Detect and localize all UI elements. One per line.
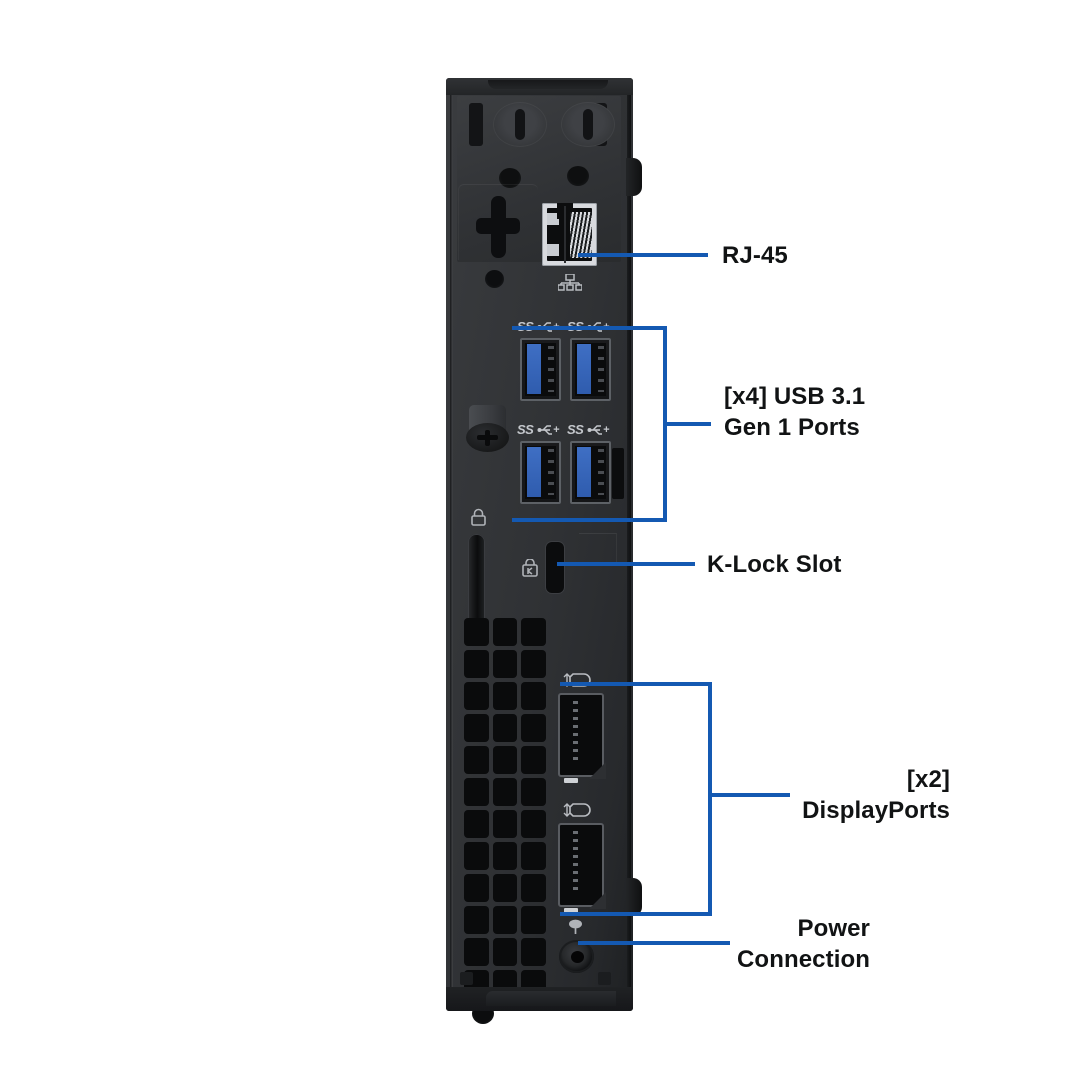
chassis-side-tab-top	[626, 158, 642, 196]
bottom-foot-left	[460, 972, 473, 985]
chassis-top-lid	[446, 78, 633, 95]
usb-superspeed-icon-3: SS +	[517, 422, 561, 438]
displayport-icon-2	[563, 802, 593, 818]
leader-dp-right-rail	[708, 682, 712, 916]
power-plug-icon	[566, 918, 585, 936]
upper-recessed-panel	[457, 96, 621, 262]
callout-label-displayport: [x2] DisplayPorts	[802, 766, 950, 824]
security-card-slot[interactable]	[468, 534, 485, 634]
chassis-left-seam	[450, 92, 453, 997]
chassis-side-tab-bottom	[626, 878, 642, 916]
lower-screw-hole	[485, 270, 504, 288]
usb-superspeed-icon-4: SS +	[567, 422, 611, 438]
mount-keyhole-left	[493, 102, 547, 147]
mount-keyhole-right	[561, 102, 615, 147]
panel-bracket-edge	[579, 533, 617, 565]
leader-line-rj45	[578, 253, 708, 257]
callout-label-power: Power Connection	[737, 915, 870, 973]
kensington-lock-slot[interactable]	[546, 542, 564, 593]
leader-dp-stub	[708, 793, 790, 797]
usb-port-4[interactable]	[570, 441, 611, 504]
callout-label-rj45: RJ-45	[722, 242, 788, 269]
svg-text:SS: SS	[517, 422, 534, 437]
screw-hole-left	[499, 168, 521, 188]
chassis-bottom-lid	[446, 987, 633, 1011]
mini-pc-chassis: SS + SS + SS	[446, 78, 642, 1024]
antenna-knockout-plate	[458, 184, 538, 260]
callout-label-usb: [x4] USB 3.1 Gen 1 Ports	[724, 383, 866, 441]
ventilation-grid	[464, 618, 546, 998]
screw-hole-right	[567, 166, 589, 186]
power-connector-jack[interactable]	[559, 940, 594, 973]
leader-usb-bottom-rail	[512, 518, 667, 522]
displayport-1[interactable]	[558, 693, 606, 783]
usb-port-2[interactable]	[570, 338, 611, 401]
leader-dp-bottom-rail	[560, 912, 712, 916]
leader-usb-stub	[663, 422, 711, 426]
displayport-2[interactable]	[558, 823, 606, 913]
svg-text:+: +	[553, 424, 560, 436]
leader-line-klock	[557, 562, 695, 566]
chassis-right-seam	[627, 90, 631, 998]
bottom-foot-right	[598, 972, 611, 985]
callout-label-klock: K-Lock Slot	[707, 551, 842, 578]
ethernet-icon	[558, 274, 582, 291]
captive-thumbscrew[interactable]	[466, 405, 509, 452]
svg-text:SS: SS	[567, 422, 584, 437]
leader-usb-top-rail	[512, 326, 667, 330]
kensington-lock-icon	[522, 558, 538, 577]
antenna-knockout-cross	[476, 196, 520, 258]
usb-port-3[interactable]	[520, 441, 561, 504]
leader-line-power	[578, 941, 730, 945]
usb-port-1[interactable]	[520, 338, 561, 401]
top-vent-left	[469, 103, 483, 146]
padlock-icon	[470, 508, 487, 526]
leader-dp-top-rail	[560, 682, 712, 686]
blank-expansion-slot	[612, 448, 624, 499]
svg-text:+: +	[603, 424, 610, 436]
